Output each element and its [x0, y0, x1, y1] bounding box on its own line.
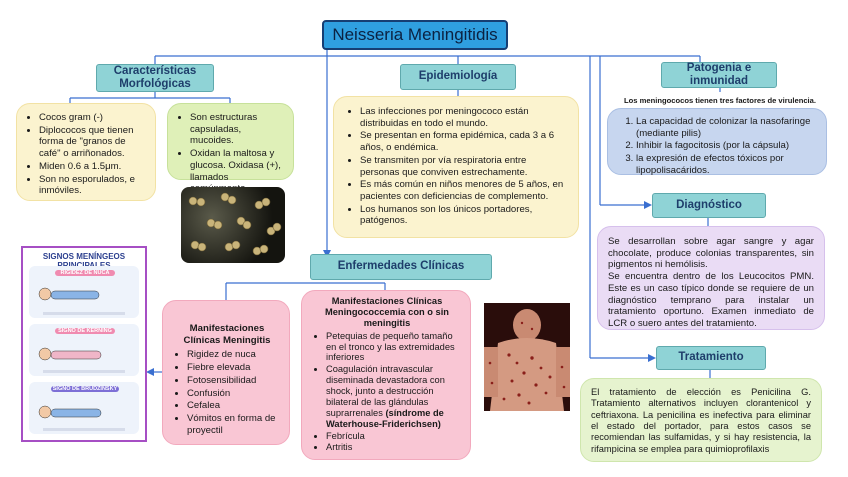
- diag-paragraph-1: Se desarrollan sobre agar sangre y agar …: [608, 236, 814, 271]
- diag-heading-text: Diagnóstico: [676, 199, 742, 212]
- morf-heading-text: Características Morfológicas: [97, 65, 213, 91]
- list-item: Inhibir la fagocitosis (por la cápsula): [636, 140, 816, 152]
- list-item: Vómitos en forma de proyectil: [187, 413, 281, 436]
- trat-box: El tratamiento de elección es Penicilina…: [580, 378, 822, 462]
- diag-box: Se desarrollan sobre agar sangre y agar …: [597, 226, 825, 330]
- list-item: La capacidad de colonizar la nasofaringe…: [636, 116, 816, 139]
- pato-box: La capacidad de colonizar la nasofaringe…: [607, 108, 827, 175]
- list-item: Diplococos que tienen forma de "granos d…: [39, 125, 147, 160]
- clin-heading: Enfermedades Clínicas: [310, 254, 492, 280]
- list-item: Fotosensibilidad: [187, 375, 281, 387]
- list-item: la expresión de efectos tóxicos por lipo…: [636, 153, 816, 176]
- list-item: Es más común en niños menores de 5 años,…: [360, 179, 566, 202]
- list-item: Miden 0.6 a 1.5μm.: [39, 161, 147, 173]
- pato-heading-text: Patogenia e inmunidad: [662, 62, 776, 88]
- list-item: Los humanos son los únicos portadores, p…: [360, 204, 566, 227]
- list-item: Se transmiten por vía respiratoria entre…: [360, 155, 566, 178]
- list-item: Artritis: [326, 442, 462, 453]
- morf-left-box: Cocos gram (-) Diplococos que tienen for…: [16, 103, 156, 201]
- list-item: Coagulación intravascular diseminada dev…: [326, 364, 462, 429]
- diplococci-micrograph-image: [181, 187, 285, 263]
- diag-paragraph-2: Se encuentra dentro de los Leucocitos PM…: [608, 271, 814, 330]
- meningococcemia-box: Manifestaciones Clínicas Meningococcemia…: [301, 290, 471, 460]
- list-item: Cocos gram (-): [39, 112, 147, 124]
- list-item: Son no esporulados, e inmóviles.: [39, 174, 147, 197]
- epi-heading-text: Epidemiología: [419, 70, 498, 83]
- epi-box: Las infecciones por meningococo están di…: [333, 96, 579, 238]
- clin-heading-text: Enfermedades Clínicas: [338, 260, 465, 273]
- list-item: Rigidez de nuca: [187, 349, 281, 361]
- sign-label-rigidez: RIGIDEZ DE NUCA: [55, 270, 115, 276]
- list-item: Febrícula: [326, 431, 462, 442]
- sign-label-kerning: SIGNO DE KERNING: [55, 328, 115, 334]
- list-item: Confusión: [187, 388, 281, 400]
- morf-heading: Características Morfológicas: [96, 64, 214, 92]
- sign-label-brudzinsky: SIGNO DE BRUDZINSKY: [51, 386, 119, 392]
- petechiae-rash-photo: [484, 303, 570, 411]
- diag-heading: Diagnóstico: [652, 193, 766, 218]
- list-item: Cefalea: [187, 400, 281, 412]
- meningitis-title: Manifestaciones Clínicas Meningitis: [173, 323, 281, 346]
- list-item: Se presentan en forma epidémica, cada 3 …: [360, 130, 566, 153]
- signs-illustrations: [23, 264, 145, 440]
- list-item: Las infecciones por meningococo están di…: [360, 106, 566, 129]
- pato-heading: Patogenia e inmunidad: [661, 62, 777, 88]
- trat-heading-text: Tratamiento: [678, 351, 743, 364]
- pato-intro: Los meningococos tienen tres factores de…: [610, 96, 830, 105]
- meningococcemia-title: Manifestaciones Clínicas Meningococcemia…: [312, 296, 462, 329]
- trat-heading: Tratamiento: [656, 346, 766, 370]
- list-item: Petequias de pequeño tamaño en el tronco…: [326, 331, 462, 364]
- meningeal-signs-infographic: SIGNOS MENÍNGEOS PRINCIPALES RIGIDEZ DE …: [21, 246, 147, 442]
- list-item: Son estructuras capsuladas, mucoides.: [190, 112, 285, 147]
- main-title: Neisseria Meningitidis: [322, 20, 508, 50]
- trat-text: El tratamiento de elección es Penicilina…: [591, 387, 811, 454]
- morf-right-box: Son estructuras capsuladas, mucoides. Ox…: [167, 103, 294, 180]
- list-item: Fiebre elevada: [187, 362, 281, 374]
- main-title-text: Neisseria Meningitidis: [332, 25, 497, 45]
- meningitis-box: Manifestaciones Clínicas Meningitis Rigi…: [162, 300, 290, 445]
- epi-heading: Epidemiología: [400, 64, 516, 90]
